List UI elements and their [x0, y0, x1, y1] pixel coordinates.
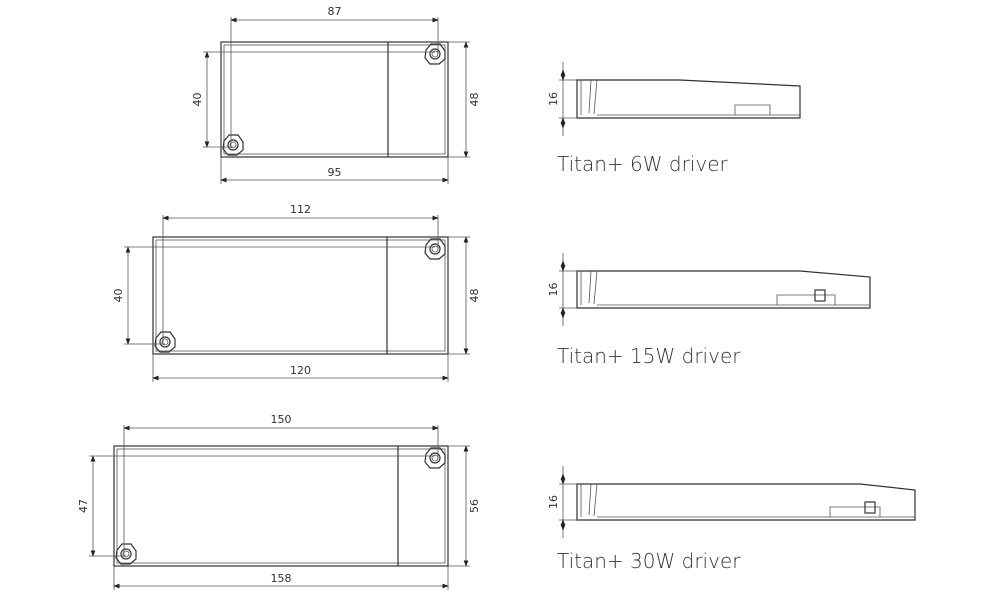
dimension-height: 16: [547, 283, 560, 297]
housing-inner-outline: [116, 448, 446, 564]
housing-outline: [220, 41, 449, 158]
dimension-width: 48: [468, 289, 481, 303]
end-cap: [580, 483, 598, 517]
housing-inner-outline: [155, 239, 446, 352]
end-cap: [580, 270, 598, 305]
driver-title: Titan+ 15W driver: [557, 344, 741, 368]
screw-hole-icon: [429, 48, 441, 60]
mounting-tab: [154, 331, 176, 353]
terminal-icon: [814, 289, 826, 302]
dimension-width: 56: [468, 499, 481, 513]
dimension-length: 158: [271, 572, 292, 585]
cable-clamp: [776, 294, 836, 305]
top-view: 87 95 40 48: [191, 5, 481, 184]
screw-hole-inner: [161, 338, 169, 346]
mounting-tab: [424, 447, 446, 469]
mounting-tab: [222, 134, 244, 156]
side-profile: [576, 79, 801, 119]
dimension-hole-spacing-vertical: 40: [112, 289, 125, 303]
top-view: 112 120 40 48: [112, 203, 481, 382]
mounting-tab: [424, 43, 446, 65]
dimension-height: 16: [547, 495, 560, 509]
driver-title: Titan+ 6W driver: [557, 152, 729, 176]
housing-outline: [113, 445, 449, 567]
screw-hole-icon: [227, 139, 239, 151]
screw-hole-icon: [429, 452, 441, 464]
dimension-top-hole-spacing: 112: [290, 203, 311, 216]
mounting-tab: [424, 238, 446, 260]
dimension-top-hole-spacing: 150: [271, 413, 292, 426]
side-profile: [576, 483, 916, 521]
dimension-hole-spacing-vertical: 40: [191, 93, 204, 107]
dimension-length: 120: [290, 364, 311, 377]
mounting-tab: [115, 543, 137, 565]
screw-hole-inner: [122, 550, 130, 558]
dimension-height: 16: [547, 92, 560, 106]
cable-clamp: [734, 104, 771, 115]
side-profile: [576, 270, 871, 309]
end-cap: [580, 79, 598, 115]
housing-outline: [152, 236, 449, 355]
dimension-width: 48: [468, 93, 481, 107]
driver-title: Titan+ 30W driver: [557, 549, 741, 573]
screw-hole-icon: [120, 548, 132, 560]
cable-clamp: [829, 506, 881, 517]
screw-hole-icon: [159, 336, 171, 348]
screw-hole-icon: [429, 243, 441, 255]
dimension-hole-spacing-vertical: 47: [77, 499, 90, 513]
top-view: 150 158 47 56: [77, 413, 481, 590]
dimension-top-hole-spacing: 87: [328, 5, 342, 18]
dimension-length: 95: [328, 166, 342, 179]
terminal-icon: [864, 501, 876, 514]
housing-inner-outline: [223, 44, 446, 155]
screw-hole-inner: [229, 141, 237, 149]
